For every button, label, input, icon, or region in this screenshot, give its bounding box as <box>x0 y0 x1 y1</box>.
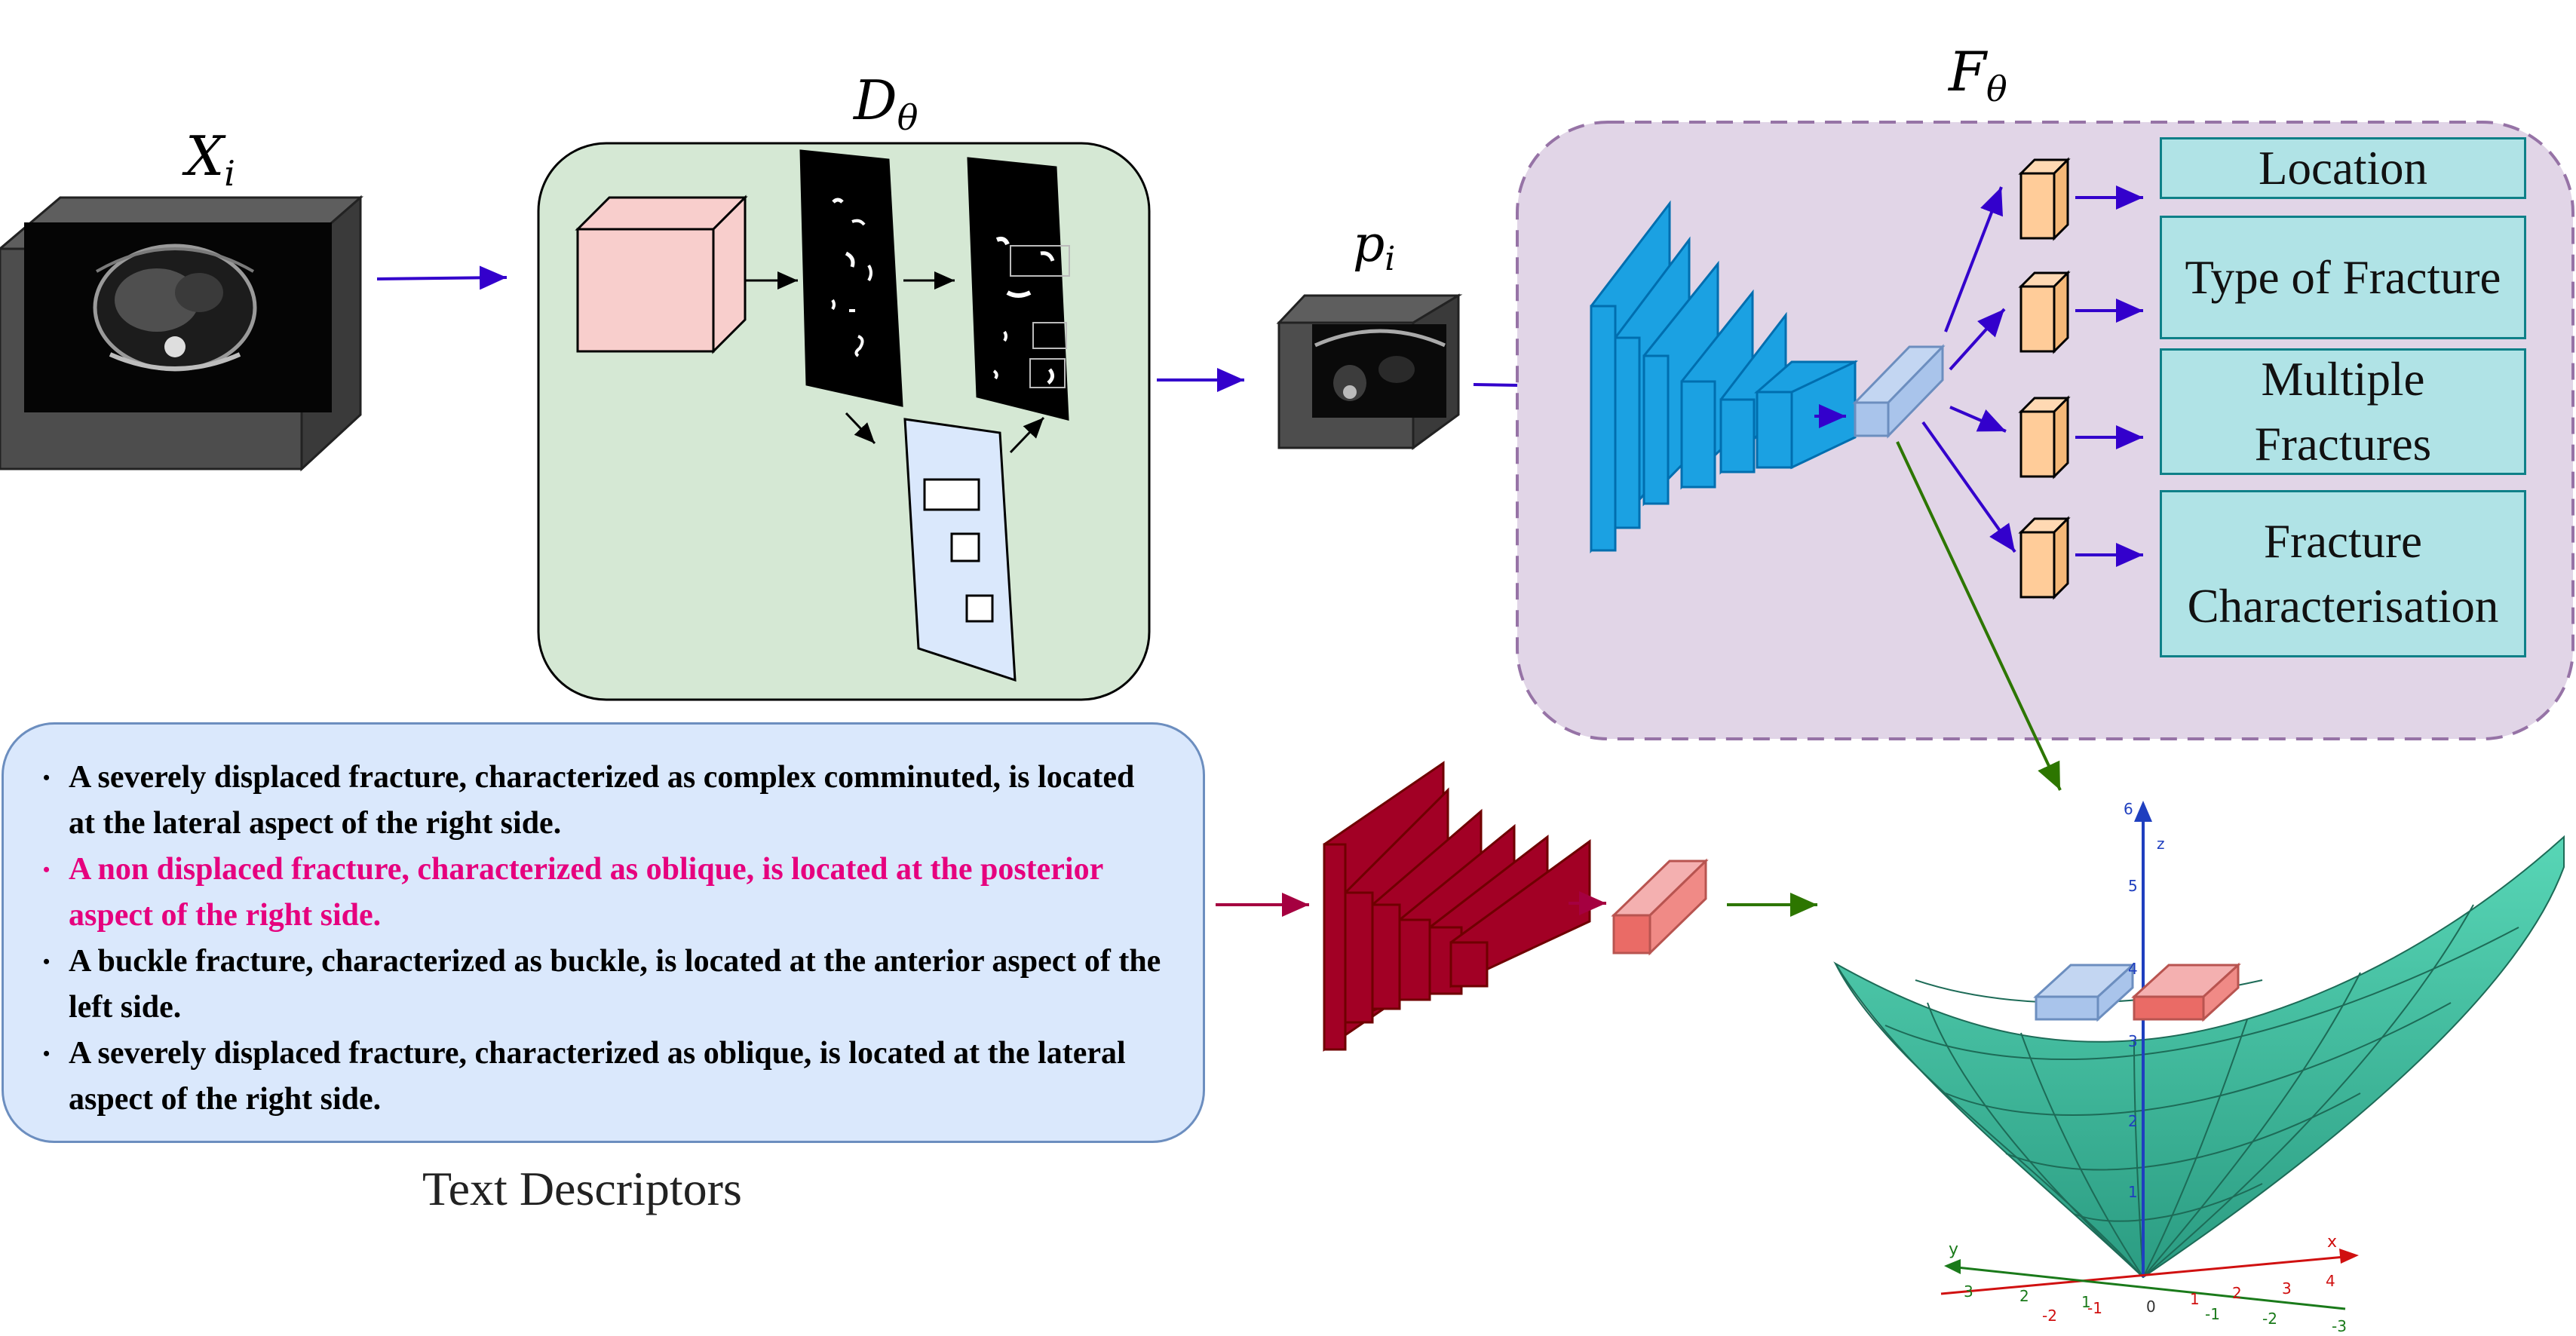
detector-label: Dθ <box>852 69 918 138</box>
arrow-embedding-to-head-4 <box>1921 421 2016 553</box>
x-axis-label: x <box>2327 1233 2337 1252</box>
z-tick-label: 1 <box>2128 1183 2138 1201</box>
patch-label: pi <box>1353 215 1395 278</box>
red-conv-stack <box>1323 761 1591 1052</box>
descriptor-item: A severely displaced fracture, character… <box>43 755 1165 847</box>
x-tick-label: -1 <box>2087 1299 2102 1317</box>
output-multiple-fractures: Multiple Fractures <box>2160 348 2526 475</box>
y-tick-label: -3 <box>2332 1317 2347 1335</box>
x-tick-label: 2 <box>2232 1284 2242 1302</box>
descriptor-item: A buckle fracture, characterized as buck… <box>43 939 1165 1031</box>
output-location: Location <box>2160 137 2526 199</box>
z-tick-label: 5 <box>2128 877 2138 895</box>
x-tick-label: 3 <box>2282 1279 2292 1298</box>
output-type-of-fracture: Type of Fracture <box>2160 216 2526 339</box>
y-tick-label: 3 <box>1964 1282 1973 1301</box>
image-embedding-in-space <box>2033 962 2136 1022</box>
x-tick-label: 4 <box>2326 1272 2335 1290</box>
input-ct-volume <box>0 195 364 472</box>
output-fracture-characterisation: Fracture Characterisation <box>2160 490 2526 657</box>
blue-conv-stack <box>1590 200 1859 554</box>
z-tick-label: 4 <box>2128 960 2138 978</box>
patch-volume <box>1276 293 1463 450</box>
encoder-label: Fθ <box>1947 40 2007 109</box>
detection-boxes-slice <box>967 157 1070 421</box>
bounding-box-plane <box>903 418 1017 682</box>
arrow-mask-to-boxes <box>845 412 876 445</box>
z-tick-label: 2 <box>2128 1112 2138 1130</box>
head-block-4 <box>2018 516 2071 600</box>
arrow-image-embedding-to-space <box>1896 441 2062 791</box>
image-embedding-block <box>1852 344 1946 439</box>
text-embedding-block <box>1611 858 1709 956</box>
y-axis <box>1949 1265 2346 1310</box>
z-tick-label: 6 <box>2124 800 2133 818</box>
y-tick-label: 1 <box>2081 1293 2091 1311</box>
loss-surface <box>1833 835 2565 1279</box>
descriptor-item: A severely displaced fracture, character… <box>43 1031 1165 1123</box>
y-tick-label: -1 <box>2205 1305 2220 1323</box>
input-label: Xi <box>182 124 235 194</box>
y-axis-label: y <box>1949 1240 1958 1259</box>
y-tick-label: 2 <box>2019 1287 2029 1305</box>
z-axis-label: z <box>2157 835 2165 853</box>
origin-label: 0 <box>2146 1298 2156 1316</box>
arrow-embedding-to-head-3 <box>1949 406 2007 433</box>
arrow-input-to-detector <box>376 265 508 290</box>
z-tick-label: 3 <box>2128 1032 2138 1050</box>
arrow-embedding-to-head-2 <box>1949 308 2006 371</box>
head-block-3 <box>2018 395 2071 480</box>
x-tick-label: -2 <box>2042 1307 2057 1325</box>
head-block-2 <box>2018 270 2071 354</box>
text-descriptors-panel: A severely displaced fracture, character… <box>2 722 1205 1143</box>
embedding-space-plot <box>1833 801 2565 1310</box>
segmentation-mask-slice <box>799 149 903 407</box>
detector-input-cube <box>575 195 748 354</box>
descriptor-item-highlighted: A non displaced fracture, characterized … <box>43 847 1165 939</box>
y-tick-label: -2 <box>2262 1310 2277 1328</box>
text-descriptors-caption: Text Descriptors <box>422 1162 742 1215</box>
text-embedding-in-space <box>2131 962 2241 1022</box>
x-tick-label: 1 <box>2190 1290 2200 1308</box>
x-axis <box>1940 1255 2354 1295</box>
arrow-boxes-to-detection <box>1009 416 1045 454</box>
arrow-embedding-to-head-1 <box>1944 186 2003 332</box>
head-block-1 <box>2018 157 2071 241</box>
